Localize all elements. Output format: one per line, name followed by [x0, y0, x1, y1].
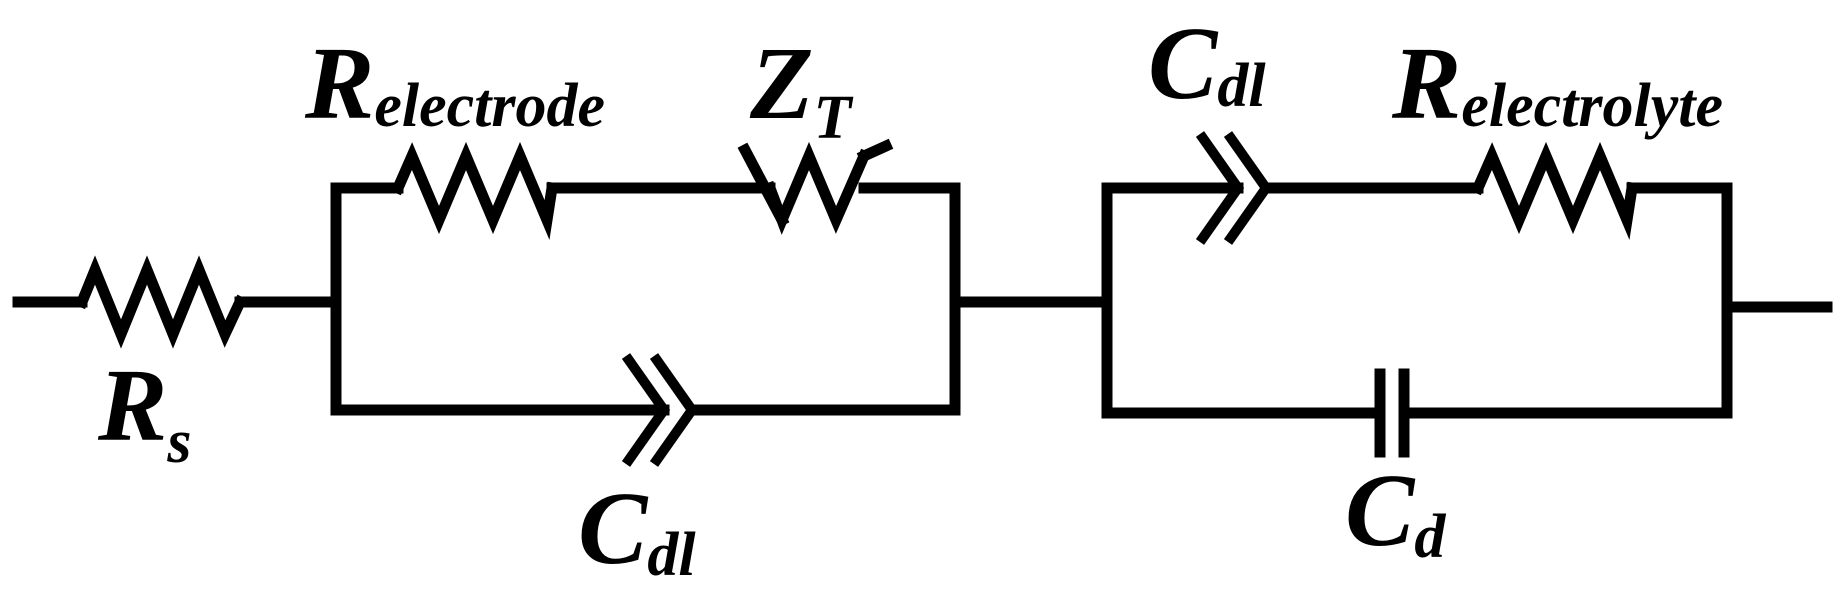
- cdl-bottom-label: Cdl: [578, 471, 696, 589]
- rs-resistor: [74, 255, 248, 349]
- r-electrode-resistor: [390, 141, 559, 240]
- zt-label: ZT: [749, 26, 854, 152]
- r-electrolyte-label: Relectrolyte: [1391, 26, 1723, 141]
- wires: [12, 182, 1833, 419]
- cd-label: Cd: [1345, 453, 1446, 571]
- cdl-top-cpe: [1195, 131, 1273, 245]
- r-electrolyte-resistor: [1470, 141, 1639, 240]
- cdl-top-label: Cdl: [1148, 6, 1266, 121]
- rs-label: Rs: [97, 348, 192, 476]
- cd-capacitor: [1374, 368, 1410, 458]
- zt-right-tail: [856, 138, 894, 164]
- zt-left-tail: [737, 142, 790, 228]
- r-electrode-label: Relectrode: [304, 26, 605, 141]
- cdl-bottom-cpe: [621, 353, 699, 467]
- zt-element: [762, 141, 872, 235]
